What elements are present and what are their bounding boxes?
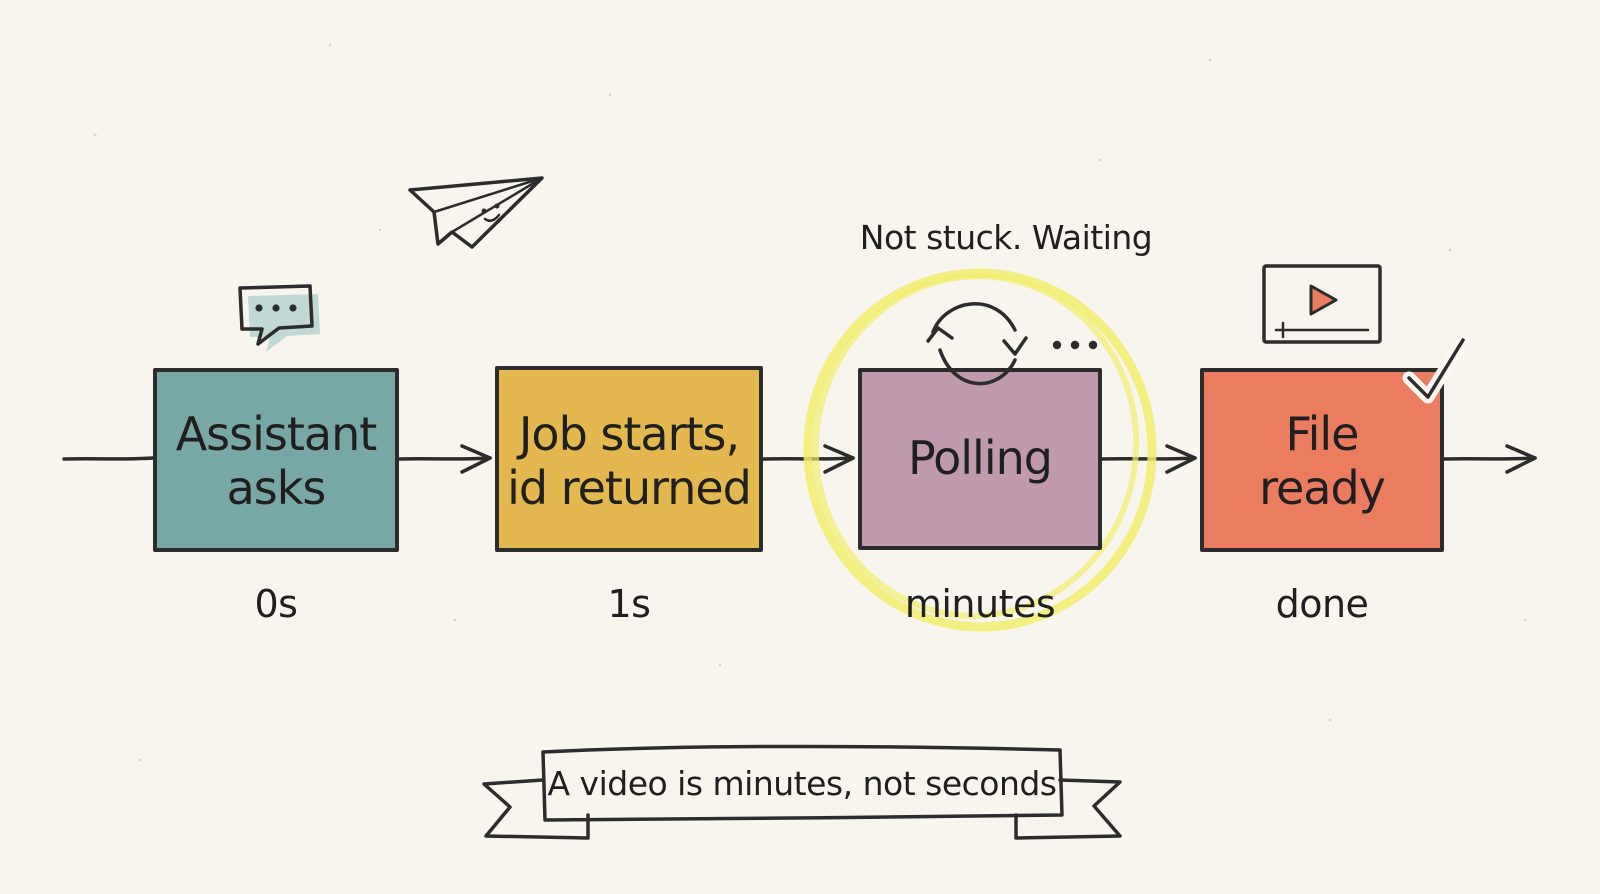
refresh-arc-bottom [938,348,1017,386]
stage-label-line-1: Job starts, [516,407,739,461]
speech-bubble-shadow [248,294,320,352]
stage-time-label: minutes [905,582,1055,626]
stage-box [858,368,1102,550]
stage-box [153,368,399,552]
ribbon-tail-left [482,778,590,840]
refresh-arrowhead-right [1002,336,1028,356]
stage-label-line-2: id returned [507,461,751,515]
speech-bubble-outline [238,284,314,346]
refresh-arc-top [931,302,1017,334]
paper-plane-body [408,176,544,249]
flow-arrowhead-3 [1165,444,1197,474]
highlight-ring-inner [812,273,1140,619]
stage-assistant-asks: Assistant asks 0s [153,368,399,626]
speech-dot [289,304,297,312]
stage-label-line-2: ready [1259,461,1385,515]
ribbon-main [541,744,1064,822]
video-player-frame [1262,264,1382,344]
ribbon-tail-right [1014,778,1122,840]
waiting-note: Not stuck. Waiting [860,218,1152,257]
paper-texture [93,43,1527,762]
stage-label-line-1: Polling [908,431,1052,485]
stage-file-ready: File ready done [1200,368,1444,626]
flow-arrowhead-2 [823,444,855,474]
ellipsis-dot [1052,340,1062,350]
stage-time-label: 1s [608,582,651,626]
check-mark-icon [1402,333,1470,404]
flow-arrowhead-1 [460,444,492,474]
refresh-arrowhead-left [926,326,954,343]
ribbon-banner: A video is minutes, not seconds [482,744,1122,840]
speech-bubble-icon [238,284,320,352]
stage-box [495,366,763,552]
flow-arrows [62,444,1537,474]
highlight-ring-outer [803,268,1157,632]
video-progress-line [1274,321,1370,339]
paper-plane-icon [408,176,544,249]
check-mark-stroke [1407,338,1465,399]
stage-time-label: 0s [255,582,298,626]
stage-job-starts: Job starts, id returned 1s [495,366,763,626]
stage-box [1200,368,1444,552]
highlight-ring [803,268,1157,632]
stage-label-line-1: File [1286,407,1359,461]
ellipsis-dot [1088,340,1098,350]
flow-arrow-end [1441,456,1537,461]
video-play-triangle [1309,284,1338,316]
stage-label-line-2: asks [227,461,326,515]
flow-arrowhead-end [1505,444,1537,474]
speech-dot [272,304,280,312]
ellipsis-dot [1070,340,1080,350]
stage-label-line-1: Assistant [176,407,377,461]
speech-dot [255,304,263,312]
flow-line-start [62,456,155,461]
paper-plane-smile [483,213,501,223]
stage-polling: Polling minutes [858,368,1102,626]
video-player-icon [1262,264,1382,344]
paper-plane-eye [481,208,487,214]
paper-plane-eye [494,203,500,209]
flow-arrow-1 [396,456,492,461]
stage-time-label: done [1276,582,1369,626]
refresh-cycle-icon [926,302,1098,386]
banner-text: A video is minutes, not seconds [547,764,1056,803]
